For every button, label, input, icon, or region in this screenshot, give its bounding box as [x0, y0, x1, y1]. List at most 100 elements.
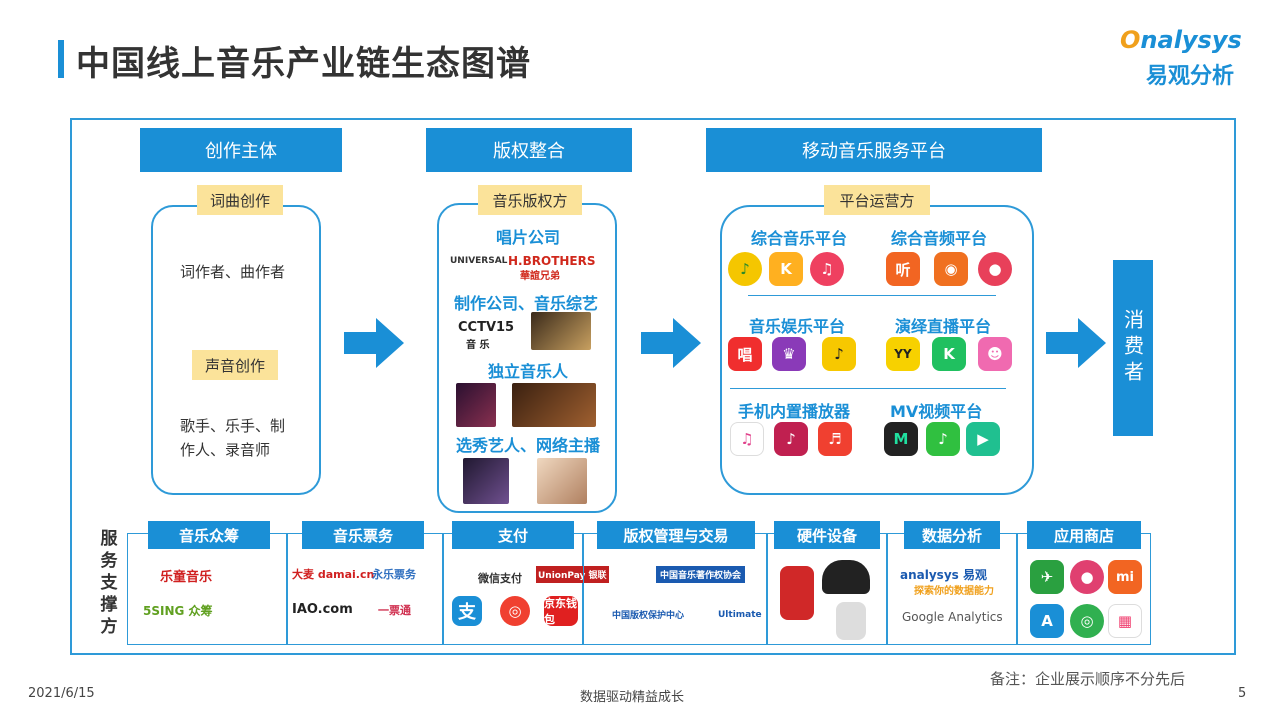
- arrow-right-icon: [641, 318, 701, 368]
- service-cell-ticketing: [287, 533, 443, 645]
- live-label: 演绎直播平台: [895, 317, 992, 336]
- letong-logo: 乐童音乐: [160, 570, 213, 585]
- music-copyright-society-logo: 中国音乐著作权协会: [656, 566, 746, 583]
- service-header-copyright: 版权管理与交易: [597, 521, 755, 549]
- footnote: 备注：企业展示顺序不分先后: [990, 670, 1186, 688]
- ting-icon: 听: [886, 252, 920, 286]
- indie-artist-photo: [456, 383, 496, 427]
- piao-logo: IAO.com: [292, 602, 353, 617]
- page-title: 中国线上音乐产业链生态图谱: [76, 44, 531, 84]
- service-cell-copyright: [583, 533, 767, 645]
- voice-creators-line2: 作人、录音师: [180, 441, 271, 459]
- wechat-pay-logo: 微信支付: [478, 572, 522, 585]
- headphones-image: [822, 560, 870, 594]
- service-header-ticketing: 音乐票务: [302, 521, 424, 549]
- preinstalled-label: 手机内置播放器: [738, 402, 851, 421]
- cctv-logo: CCTV15: [458, 320, 515, 335]
- service-header-crowdfunding: 音乐众筹: [148, 521, 270, 549]
- hbrothers-logo: H.BROTHERS: [508, 254, 596, 268]
- lyrics-tag: 词曲创作: [197, 185, 283, 215]
- service-header-data-analysis: 数据分析: [904, 521, 1000, 549]
- service-header-app-store: 应用商店: [1027, 521, 1141, 549]
- footer-date: 2021/6/15: [28, 686, 95, 701]
- copyright-owner-tag: 音乐版权方: [478, 185, 582, 215]
- google-analytics-logo: Google Analytics: [902, 610, 1003, 624]
- live-show-icon: ☻: [978, 337, 1012, 371]
- qq-music-icon: ♪: [728, 252, 762, 286]
- creation-box: [151, 205, 321, 495]
- huawei-store-icon: ▦: [1108, 604, 1142, 638]
- vivo-music-icon: ♪: [774, 422, 808, 456]
- ecosystem-frame: [70, 118, 1236, 655]
- platform-operator-tag: 平台运营方: [824, 185, 930, 215]
- lyrics-creators: 词作者、曲作者: [180, 263, 286, 281]
- talent-photo-2: [537, 458, 587, 504]
- services-label: 服务支撑方: [100, 529, 118, 637]
- row-divider: [730, 388, 1006, 389]
- itunes-icon: ♫: [730, 422, 764, 456]
- arrow-right-icon: [1046, 318, 1106, 368]
- copyright-protection-center-logo: 中国版权保护中心: [612, 611, 685, 621]
- logo-chinese: 易观分析: [1146, 64, 1235, 89]
- lizhi-icon: ●: [978, 252, 1012, 286]
- footer-slogan: 数据驱动精益成长: [580, 690, 685, 705]
- mtv-icon: M: [884, 422, 918, 456]
- hbrothers-logo-cn: 華誼兄弟: [520, 271, 560, 282]
- comprehensive-audio-label: 综合音频平台: [891, 229, 988, 248]
- voice-creators-line1: 歌手、乐手、制: [180, 417, 286, 435]
- cctv-logo-cn: 音 乐: [466, 340, 490, 351]
- universal-logo: UNIVERSAL: [450, 256, 508, 266]
- yy-icon: YY: [886, 337, 920, 371]
- music-entertainment-label: 音乐娱乐平台: [749, 317, 846, 336]
- creation-header: 创作主体: [140, 128, 342, 172]
- analysys-slogan: 探索你的数据能力: [914, 586, 994, 597]
- service-cell-crowdfunding: [127, 533, 287, 645]
- talent-photo-1: [463, 458, 509, 504]
- 360-store-icon: ◎: [1070, 604, 1104, 638]
- huawei-music-icon: ♬: [818, 422, 852, 456]
- arrow-right-icon: [344, 318, 404, 368]
- talent-label: 选秀艺人、网络主播: [456, 436, 601, 455]
- production-label: 制作公司、音乐综艺: [454, 294, 599, 313]
- orchestra-photo: [512, 383, 596, 427]
- title-accent-bar: [58, 40, 64, 78]
- piaotong-logo: 一票通: [378, 604, 411, 617]
- voice-tag: 声音创作: [192, 350, 278, 380]
- indie-label: 独立音乐人: [488, 362, 569, 381]
- ultimate-logo: Ultimate: [718, 610, 762, 620]
- service-header-hardware: 硬件设备: [774, 521, 880, 549]
- row-divider: [748, 295, 996, 296]
- payment-app-icon: ◎: [500, 596, 530, 626]
- kuwo-icon: K: [769, 252, 803, 286]
- yongle-logo: 永乐票务: [372, 568, 416, 581]
- mv-label: MV视频平台: [890, 402, 983, 421]
- analysys-small-logo: analysys 易观: [900, 568, 987, 582]
- records-label: 唱片公司: [496, 228, 561, 247]
- ximalaya-icon: ◉: [934, 252, 968, 286]
- netease-music-icon: ♫: [810, 252, 844, 286]
- car-speaker-image: [780, 566, 814, 620]
- copyright-header: 版权整合: [426, 128, 632, 172]
- consumer-box: 消费者: [1113, 260, 1153, 436]
- service-header-payment: 支付: [452, 521, 574, 549]
- xiaomi-store-icon: mi: [1108, 560, 1142, 594]
- service-cell-payment: [443, 533, 583, 645]
- damai-logo: 大麦 damai.cn: [292, 568, 375, 581]
- kuaishou-k-icon: K: [932, 337, 966, 371]
- quanmin-ksong-icon: ♛: [772, 337, 806, 371]
- wandoujia-icon: ✈: [1030, 560, 1064, 594]
- jd-wallet-icon: 京东钱包: [544, 596, 578, 626]
- app-store-ball-icon: ●: [1070, 560, 1104, 594]
- unionpay-logo: UnionPay 银联: [536, 566, 609, 583]
- logo-english: Onalysys: [1120, 26, 1242, 54]
- mv-music-icon: ♪: [926, 422, 960, 456]
- apple-app-store-icon: A: [1030, 604, 1064, 638]
- video-play-icon: ▶: [966, 422, 1000, 456]
- analysys-logo: Onalysys 易观分析: [1120, 18, 1250, 89]
- mobile-header: 移动音乐服务平台: [706, 128, 1042, 172]
- changba-icon: 唱: [728, 337, 762, 371]
- comprehensive-music-label: 综合音乐平台: [751, 229, 848, 248]
- variety-show-thumbnail: [531, 312, 591, 350]
- 5sing-logo: 5SING 众筹: [143, 604, 213, 618]
- smart-speaker-image: [836, 602, 866, 640]
